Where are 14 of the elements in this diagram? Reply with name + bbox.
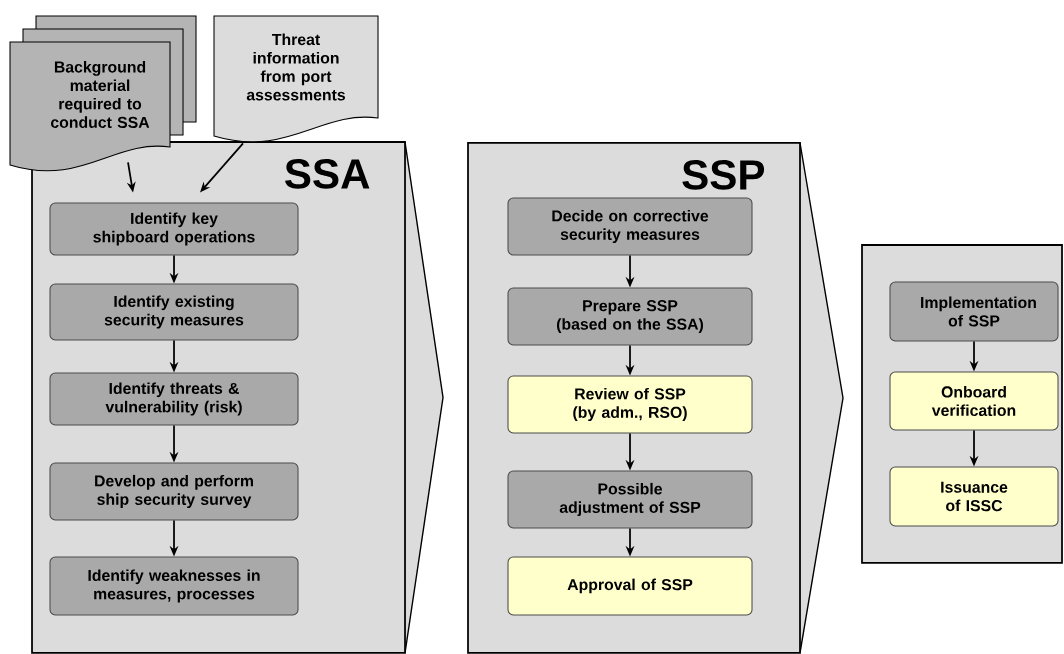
process-box: Implementation of SSP [889,281,1059,342]
process-box: Decide on corrective security measures [507,197,753,256]
process-box: Approval of SSP [507,556,753,616]
process-box: Develop and perform ship security survey [49,462,299,521]
document-stack: Background material required to conduct SSA [9,15,197,172]
process-box: Possible adjustment of SSP [507,470,753,529]
process-box: Prepare SSP (based on the SSA) [507,287,753,346]
process-box: Issuance of ISSC [889,466,1059,527]
process-box: Review of SSP (by adm., RSO) [507,375,753,434]
process-box: Onboard verification [889,371,1059,431]
process-box: Identify threats & vulnerability (risk) [49,372,299,426]
process-box: Identify existing security measures [49,283,299,341]
process-box: Identify key shipboard operations [49,202,299,256]
process-box: Identify weaknesses in measures, processes [49,556,299,616]
